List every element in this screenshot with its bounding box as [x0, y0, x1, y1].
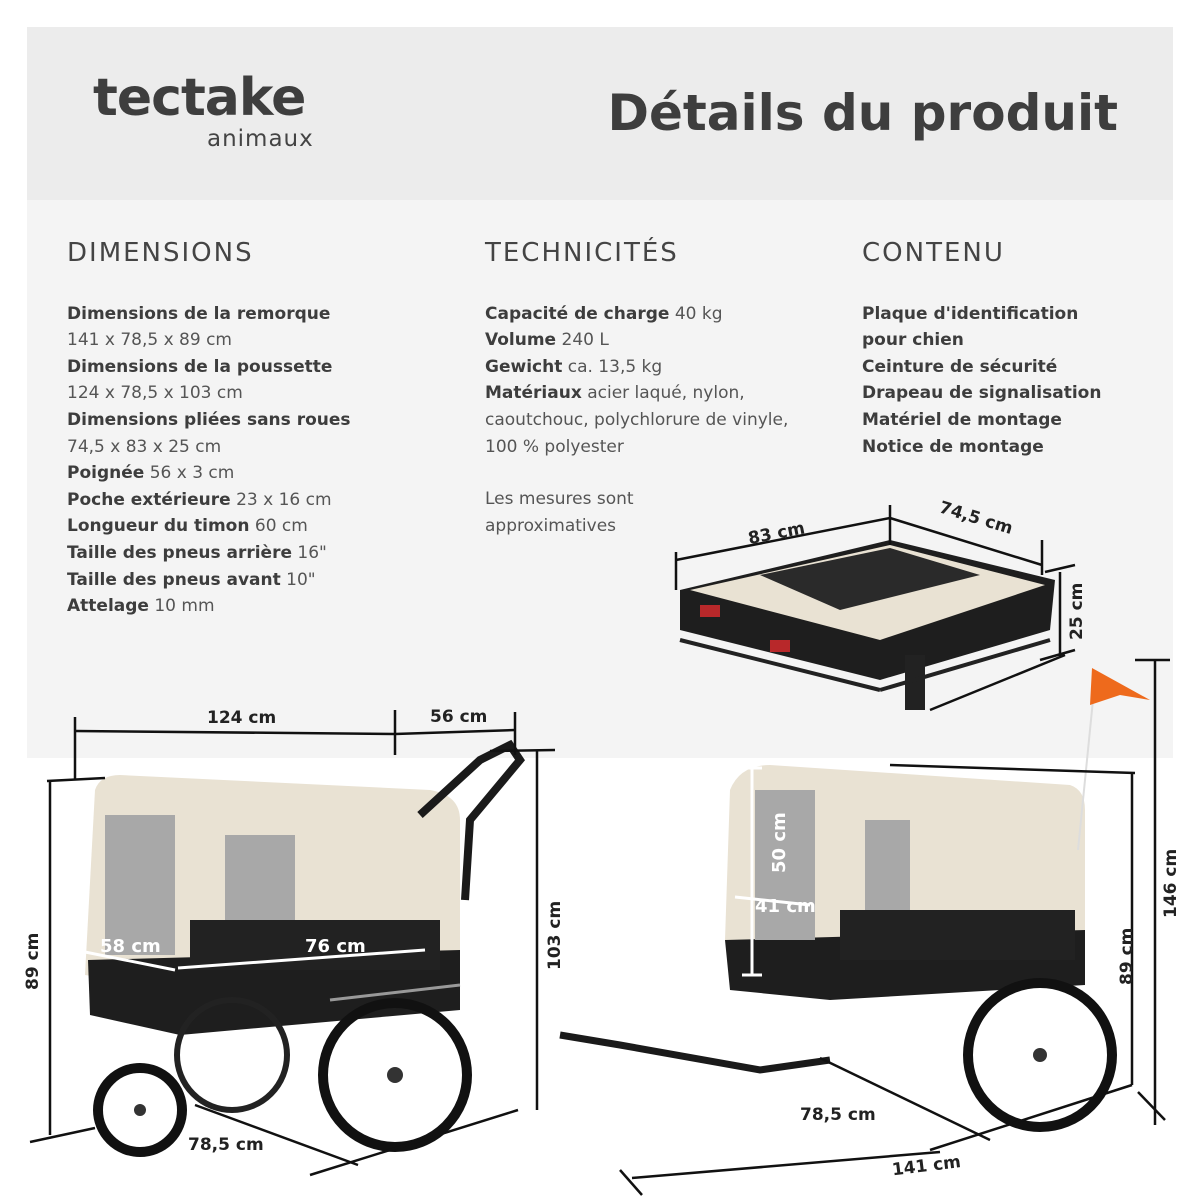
- stroller-total-height-label: 103 cm: [545, 901, 565, 970]
- stroller-inner-length-label: 76 cm: [305, 936, 366, 957]
- spec-row: Volume 240 L: [485, 330, 609, 351]
- contents-heading: CONTENU: [862, 238, 1005, 268]
- spec-row: Dimensions pliées sans roues: [67, 409, 351, 430]
- content-item: Ceinture de sécurité: [862, 356, 1058, 377]
- stroller-body-height-label: 89 cm: [23, 933, 43, 990]
- folded-dimension-lines: [674, 505, 1076, 712]
- folded-height-label: 25 cm: [1067, 583, 1087, 640]
- trailer-door-width-label: 41 cm: [755, 896, 816, 917]
- stroller-inner-depth-label: 58 cm: [100, 936, 161, 957]
- stroller-interior-lines: [74, 948, 426, 972]
- spec-value: 74,5 x 83 x 25 cm: [67, 436, 222, 457]
- content-item: Matériel de montage: [862, 409, 1062, 430]
- spec-row: Dimensions de la remorque: [67, 303, 331, 324]
- trailer-body-height-label: 89 cm: [1117, 928, 1137, 985]
- stroller-width-label: 78,5 cm: [188, 1135, 264, 1155]
- trailer-door-height-label: 50 cm: [769, 812, 790, 873]
- stroller-length-label: 124 cm: [207, 708, 276, 728]
- spec-row: Dimensions de la poussette: [67, 356, 333, 377]
- spec-row: Taille des pneus avant 10": [67, 569, 316, 590]
- safety-flag-icon: [1090, 668, 1150, 705]
- folded-width-label: 83 cm: [746, 518, 806, 549]
- spec-value: 124 x 78,5 x 103 cm: [67, 383, 243, 404]
- contents-section: CONTENU Plaque d'identification pour chi…: [862, 240, 1162, 460]
- content-item: Notice de montage: [862, 436, 1044, 457]
- page-title: Détails du produit: [607, 84, 1118, 142]
- details-panel: [27, 200, 1173, 758]
- stroller-dimension-lines: [29, 710, 556, 1177]
- dimensions-section: DIMENSIONS Dimensions de la remorque 141…: [67, 240, 467, 620]
- trailer-width-label: 78,5 cm: [800, 1105, 876, 1125]
- spec-row: Taille des pneus arrière 16": [67, 542, 327, 563]
- trailer-flag-height-label: 146 cm: [1161, 849, 1181, 918]
- content-item: Plaque d'identification pour chien: [862, 303, 1079, 351]
- spec-row: Capacité de charge 40 kg: [485, 303, 723, 324]
- brand-logo: tectake animaux: [93, 68, 313, 152]
- tech-section: TECHNICITÉS Capacité de charge 40 kg Vol…: [485, 240, 805, 539]
- measurement-note: Les mesures sont approximatives: [485, 489, 634, 536]
- spec-row: Gewicht ca. 13,5 kg: [485, 356, 663, 377]
- spec-value: 141 x 78,5 x 89 cm: [67, 330, 232, 351]
- spec-row: Matériaux acier laqué, nylon, caoutchouc…: [485, 383, 789, 457]
- brand-subtitle: animaux: [207, 126, 314, 152]
- dimensions-heading: DIMENSIONS: [67, 238, 254, 268]
- trailer-dimension-lines: [619, 658, 1170, 1196]
- stroller-illustration: [85, 739, 525, 1157]
- brand-name: tectake: [93, 68, 306, 128]
- content-item: Drapeau de signalisation: [862, 383, 1102, 404]
- trailer-interior-lines: [734, 766, 811, 977]
- tech-heading: TECHNICITÉS: [485, 238, 679, 268]
- spec-row: Poche extérieure 23 x 16 cm: [67, 489, 332, 510]
- stroller-handle-label: 56 cm: [430, 707, 487, 727]
- spec-row: Attelage 10 mm: [67, 596, 215, 617]
- spec-row: Longueur du timon 60 cm: [67, 516, 308, 537]
- folded-depth-label: 74,5 cm: [937, 498, 1015, 539]
- spec-row: Poignée 56 x 3 cm: [67, 463, 235, 484]
- header-panel: [27, 27, 1173, 200]
- trailer-illustration: [559, 668, 1150, 1132]
- folded-trailer-illustration: [679, 540, 1055, 710]
